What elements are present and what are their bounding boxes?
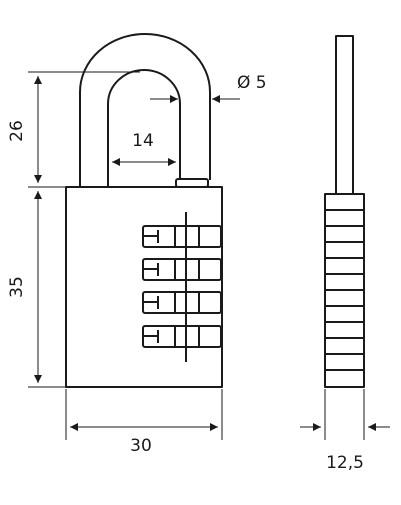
dim-label-shackle-inner-width: 14 — [132, 131, 154, 151]
dim-label-shackle-diameter: Ø 5 — [237, 73, 267, 93]
dial-row-3 — [142, 291, 222, 314]
dim-label-body-width: 30 — [130, 436, 152, 456]
side-shackle — [335, 35, 354, 195]
shackle-outer — [79, 33, 211, 187]
combination-dials — [142, 225, 222, 348]
dial-row-2 — [142, 258, 222, 281]
dim-label-shackle-height: 26 — [7, 120, 27, 142]
dimension-body-thickness: 12,5 — [300, 389, 390, 473]
front-view — [65, 33, 223, 388]
shackle-inner — [107, 69, 181, 187]
dial-row-4 — [142, 325, 222, 348]
dimension-body-height: 35 — [7, 191, 66, 388]
dimension-body-width: 30 — [65, 389, 223, 456]
lock-body — [65, 186, 223, 388]
dim-label-body-height: 35 — [7, 276, 27, 298]
dimension-shackle-diameter: Ø 5 — [150, 73, 267, 103]
side-view — [324, 35, 365, 388]
dimension-shackle-inner-width: 14 — [112, 131, 176, 166]
dimension-shackle-height: 26 — [7, 71, 140, 188]
dim-label-body-thickness: 12,5 — [326, 453, 364, 473]
shackle-collar — [175, 178, 209, 188]
side-dial-grooves — [325, 209, 364, 371]
dial-row-1 — [142, 225, 222, 248]
